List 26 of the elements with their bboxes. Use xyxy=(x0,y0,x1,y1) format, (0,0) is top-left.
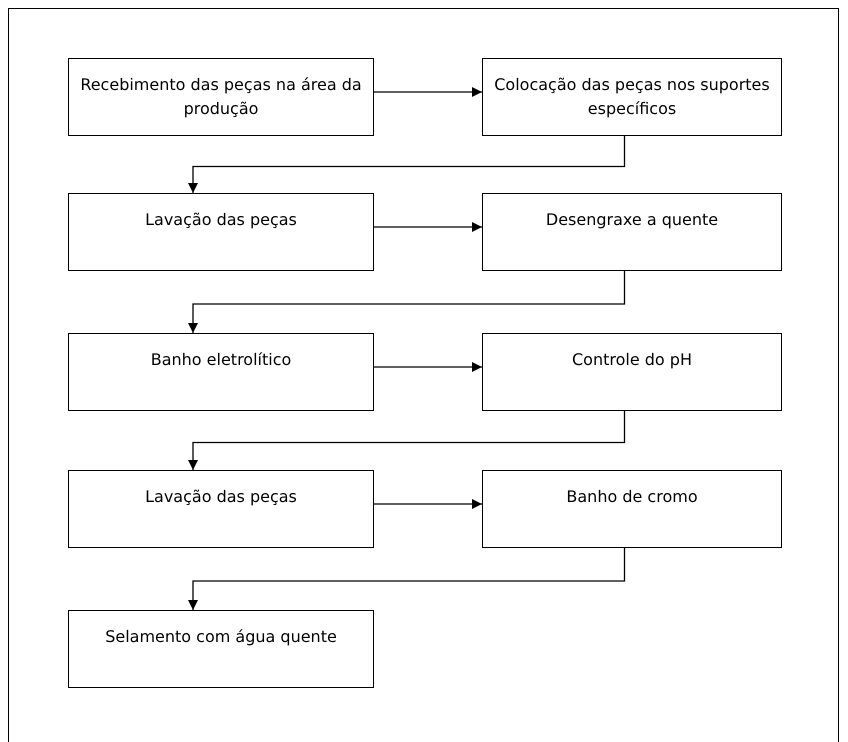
arrow xyxy=(188,271,626,333)
process-box xyxy=(482,58,782,136)
step-text: Lavação das peças xyxy=(144,486,298,508)
arrow xyxy=(188,411,626,470)
arrow xyxy=(188,548,626,610)
arrow xyxy=(374,362,482,372)
step-text: Desengraxe a quente xyxy=(544,209,720,231)
arrow xyxy=(374,87,482,97)
step-text: Banho de cromo xyxy=(565,486,699,508)
step-text: Banho eletrolítico xyxy=(150,349,292,371)
process-box xyxy=(68,333,374,411)
step-text: Selamento com água quente xyxy=(104,626,338,648)
process-box xyxy=(68,193,374,271)
step-text: Controle do pH xyxy=(571,349,693,371)
arrow xyxy=(374,222,482,232)
process-box xyxy=(482,193,782,271)
step-text: Lavação das peças xyxy=(144,209,298,231)
process-box xyxy=(482,470,782,548)
arrow xyxy=(374,499,482,509)
process-box xyxy=(482,333,782,411)
step-text: Recebimento das peças na área da produção xyxy=(79,74,363,120)
arrow xyxy=(188,136,626,193)
step-text: Colocação das peças nos suportes específicos xyxy=(493,74,771,120)
process-box xyxy=(68,470,374,548)
process-box xyxy=(68,610,374,688)
process-box xyxy=(68,58,374,136)
